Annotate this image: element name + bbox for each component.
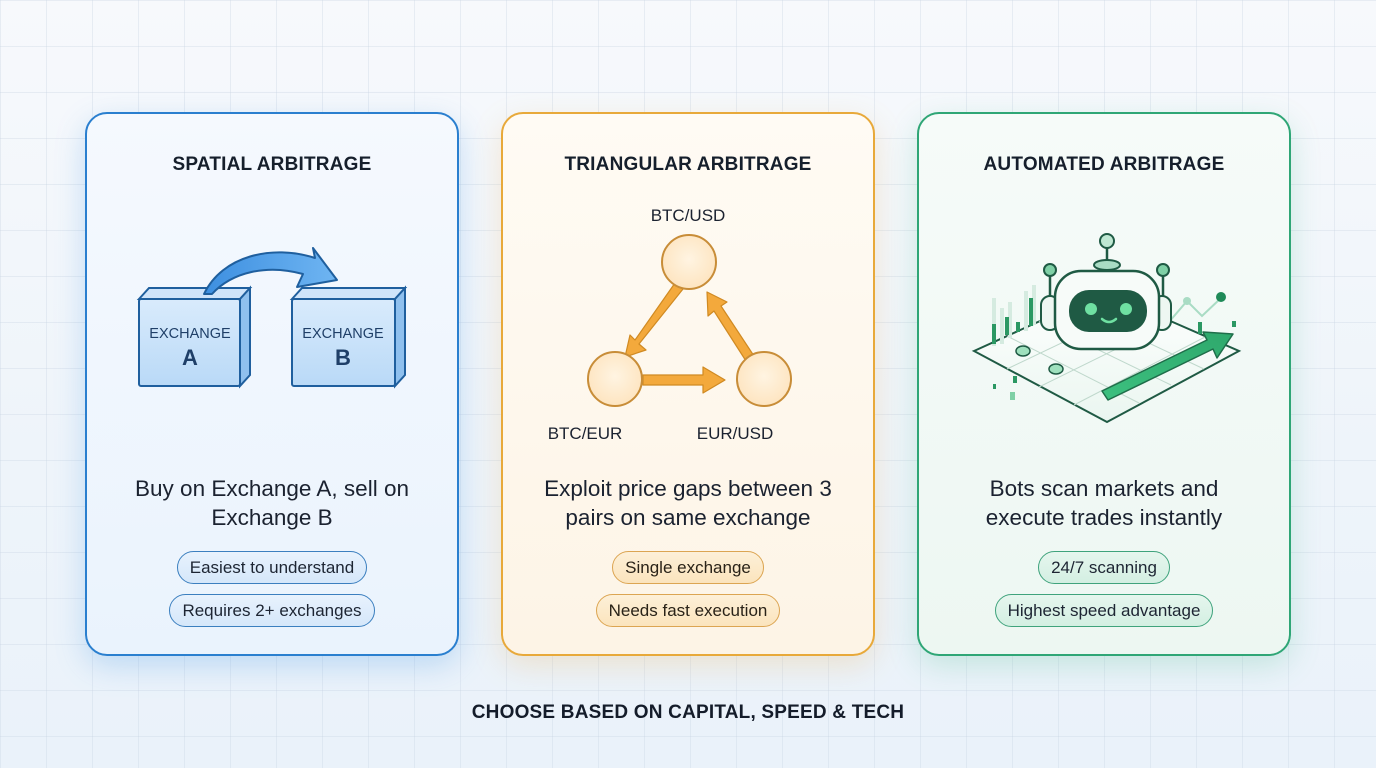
tag-pill: 24/7 scanning [1038, 551, 1170, 584]
node-eur-usd [736, 351, 792, 407]
tag-pill: Requires 2+ exchanges [169, 594, 375, 627]
card-title: AUTOMATED ARBITRAGE [983, 154, 1225, 175]
tag-pill: Needs fast execution [595, 594, 781, 627]
footer-caption: CHOOSE BASED ON CAPITAL, SPEED & TECH [471, 702, 905, 723]
svg-text:EXCHANGE: EXCHANGE [149, 326, 231, 342]
card-title: SPATIAL ARBITRAGE [172, 154, 372, 175]
tag-pill: Easiest to understand [176, 551, 368, 584]
svg-text:EXCHANGE: EXCHANGE [302, 326, 384, 342]
tag-pill: Highest speed advantage [994, 594, 1214, 627]
svg-text:A: A [182, 345, 198, 370]
card-spatial-arbitrage: SPATIAL ARBITRAGE EXCHANGE A EXCHANGE B [85, 112, 459, 656]
card-description: Buy on Exchange A, sell on Exchange B [135, 476, 409, 530]
exchange-b-box: EXCHANGE B [289, 285, 408, 389]
svg-text:B: B [335, 345, 351, 370]
node-btc-usd [661, 234, 717, 290]
card-title: TRIANGULAR ARBITRAGE [564, 154, 812, 175]
triangle-cycle-icon: BTC/USD BTC/EUR EUR/USD [548, 206, 792, 443]
card-triangular-arbitrage: TRIANGULAR ARBITRAGE BTC/USD BTC/EUR EUR… [501, 112, 875, 656]
svg-text:BTC/EUR: BTC/EUR [548, 424, 623, 443]
tag-pill: Single exchange [612, 551, 764, 584]
exchange-a-box: EXCHANGE A [136, 285, 253, 389]
svg-text:BTC/USD: BTC/USD [651, 206, 726, 225]
card-description: Exploit price gaps between 3 pairs on sa… [544, 476, 832, 530]
node-btc-eur [587, 351, 643, 407]
card-automated-arbitrage: AUTOMATED ARBITRAGE [917, 112, 1291, 656]
card-description: Bots scan markets and execute trades ins… [985, 476, 1223, 530]
robot-trading-icon [971, 233, 1242, 424]
curved-arrow-icon: EXCHANGE A EXCHANGE B [136, 247, 408, 389]
svg-text:EUR/USD: EUR/USD [697, 424, 774, 443]
